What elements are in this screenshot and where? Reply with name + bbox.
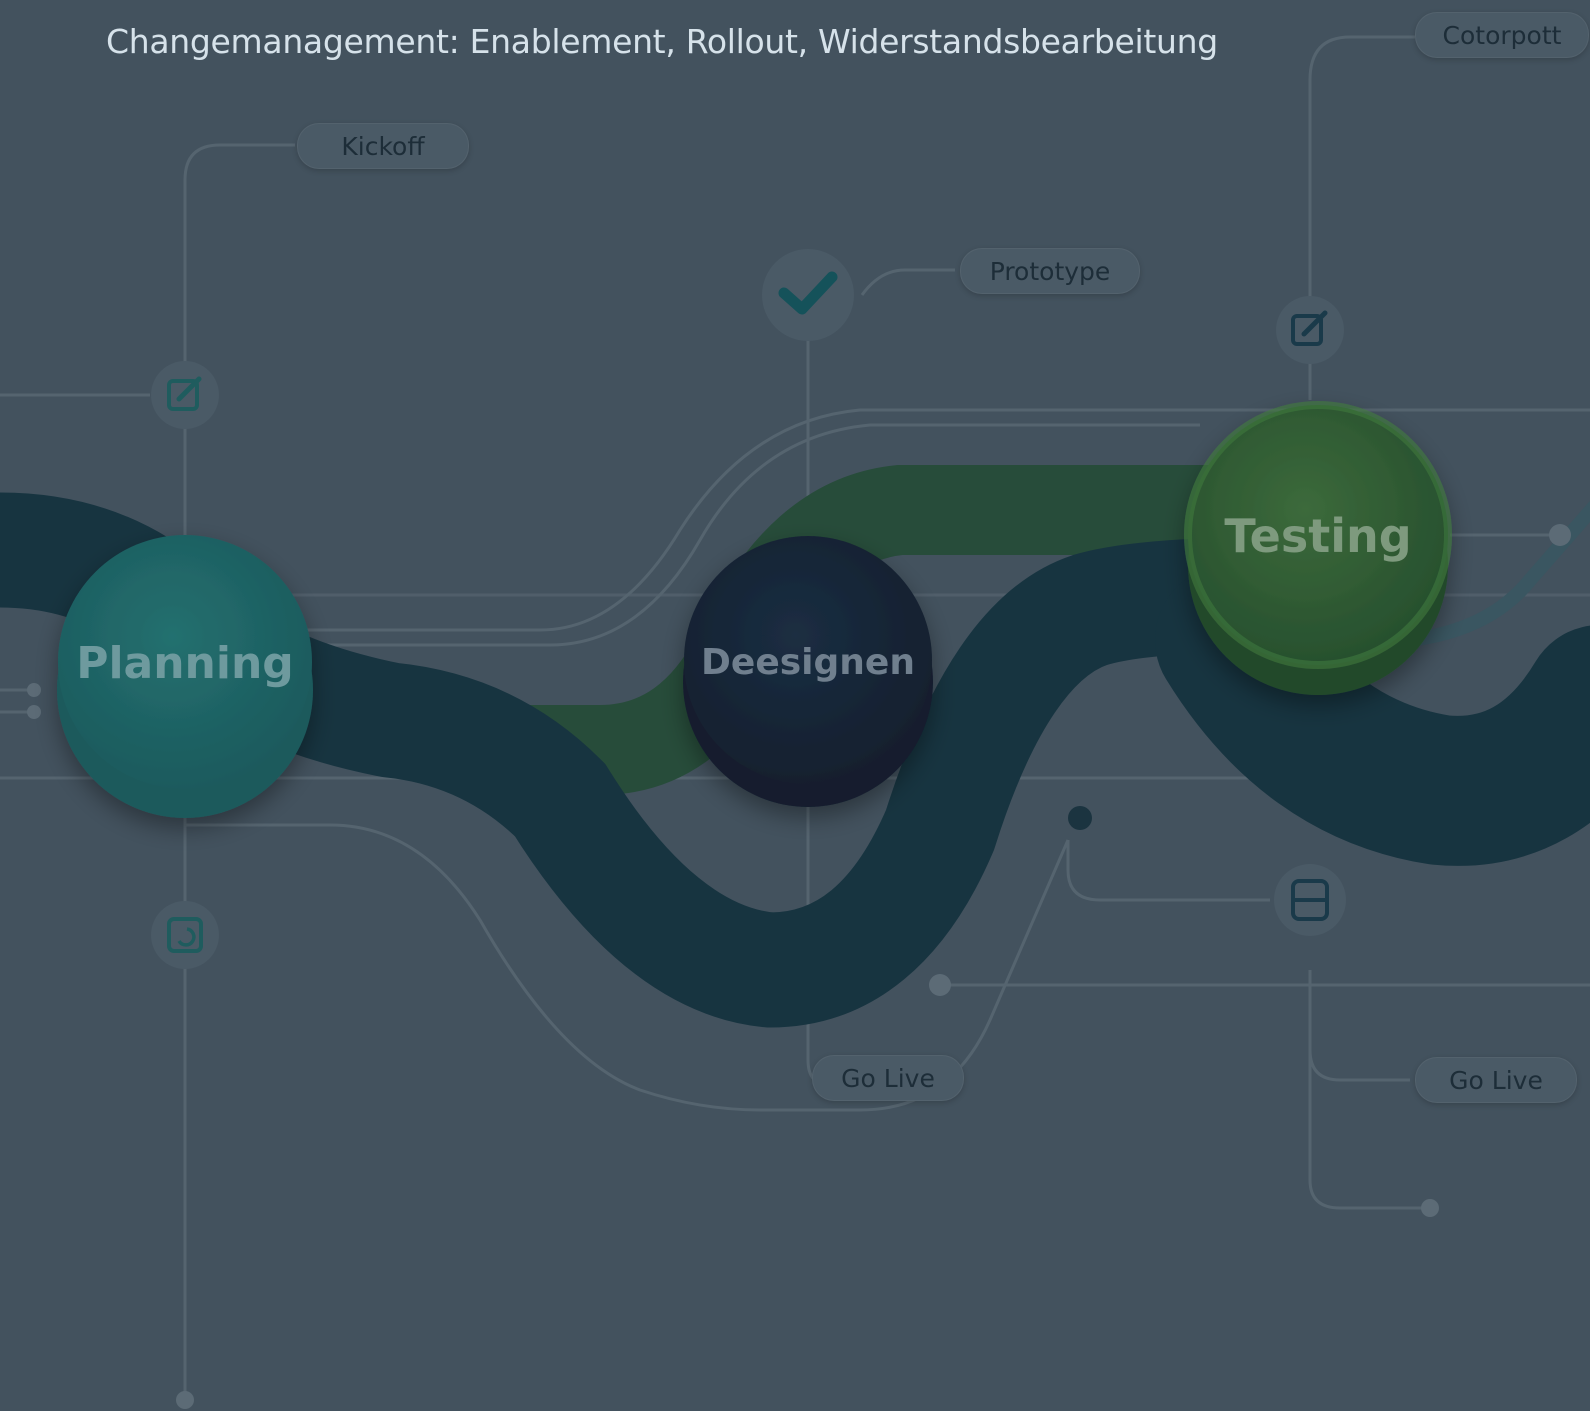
- tag-prototype: Prototype: [960, 248, 1140, 294]
- node-designen: Deesignen: [683, 536, 933, 807]
- edit-icon: [151, 361, 219, 429]
- node-planning: Planning: [57, 535, 313, 818]
- tag-go-live: Go Live: [812, 1055, 964, 1101]
- check-icon: [762, 249, 854, 341]
- tag-go-live: Go Live: [1415, 1057, 1577, 1103]
- list-icon: [1274, 864, 1346, 936]
- edit-icon: [1276, 296, 1344, 364]
- page-title: Changemanagement: Enablement, Rollout, W…: [106, 22, 1218, 61]
- node-label-testing: Testing: [1224, 509, 1411, 563]
- node-testing: Testing: [1184, 401, 1452, 695]
- refresh-doc-icon: [151, 901, 219, 969]
- tag-kickoff: Kickoff: [297, 123, 469, 169]
- node-label-designen: Deesignen: [701, 642, 915, 683]
- tag-cotorpott: Cotorpott: [1415, 12, 1589, 58]
- connector-dots: [27, 524, 1571, 1409]
- node-label-planning: Planning: [76, 638, 294, 689]
